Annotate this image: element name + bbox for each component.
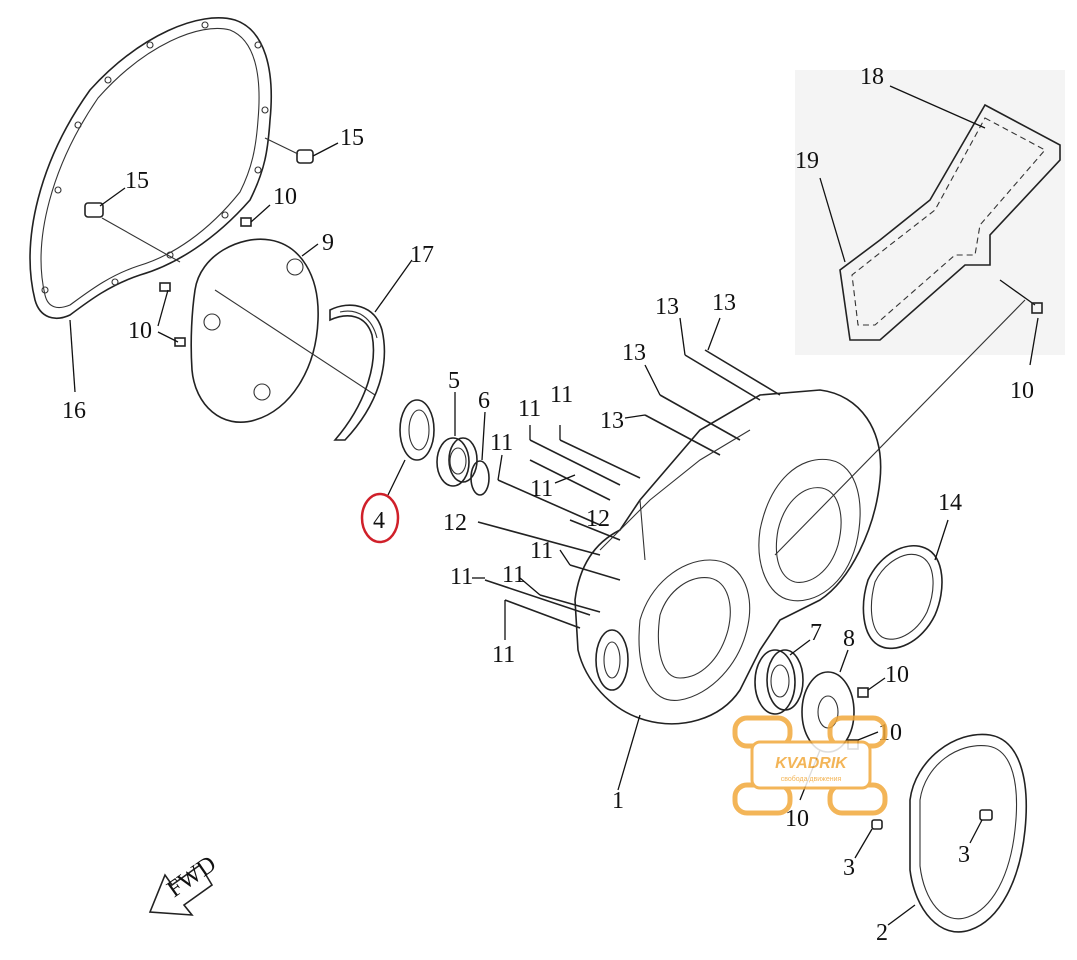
watermark-tagline: свобода движения bbox=[781, 775, 842, 783]
callout-3b: 3 bbox=[843, 855, 855, 881]
callout-11g: 11 bbox=[502, 562, 525, 588]
bolts-12 bbox=[477, 519, 621, 556]
callout-11d: 11 bbox=[530, 476, 553, 502]
dowel-15 bbox=[84, 137, 339, 263]
callout-13b: 13 bbox=[712, 290, 736, 316]
callout-10c: 10 bbox=[885, 662, 909, 688]
dowels-3 bbox=[854, 809, 993, 859]
callout-11a: 11 bbox=[518, 396, 541, 422]
callout-11b: 11 bbox=[550, 382, 573, 408]
callout-13d: 13 bbox=[600, 408, 624, 434]
gasket-16 bbox=[29, 17, 273, 393]
shield-18 bbox=[774, 70, 1065, 556]
bolt-leaders-11 bbox=[472, 425, 576, 640]
watermark-logo: KVADRIK свобода движения bbox=[732, 715, 888, 816]
fwd-arrow: FWD bbox=[148, 851, 222, 916]
callout-5: 5 bbox=[448, 368, 460, 394]
bolts-13 bbox=[624, 317, 781, 456]
callout-11f: 11 bbox=[450, 564, 473, 590]
callout-14: 14 bbox=[938, 490, 962, 516]
bolts-11 bbox=[484, 439, 641, 629]
callout-9: 9 bbox=[322, 230, 334, 256]
callout-12a: 12 bbox=[443, 510, 467, 536]
callout-13a: 13 bbox=[655, 294, 679, 320]
gasket-2 bbox=[887, 733, 1028, 933]
callout-10a: 10 bbox=[273, 184, 297, 210]
callout-1: 1 bbox=[612, 788, 624, 814]
callout-2: 2 bbox=[876, 920, 888, 946]
band-17 bbox=[329, 259, 413, 441]
callout-12b: 12 bbox=[586, 506, 610, 532]
callout-7: 7 bbox=[810, 620, 822, 646]
plate-9 bbox=[190, 238, 376, 423]
bearing-7 bbox=[754, 639, 811, 715]
callout-17: 17 bbox=[410, 242, 434, 268]
callout-13c: 13 bbox=[622, 340, 646, 366]
callout-3a: 3 bbox=[958, 842, 970, 868]
callout-11c: 11 bbox=[490, 430, 513, 456]
callout-labels: 1 2 3 3 4 5 6 7 8 9 10 10 10 10 10 10 11… bbox=[62, 64, 1034, 946]
callout-19: 19 bbox=[795, 148, 819, 174]
oring-6 bbox=[470, 411, 490, 496]
callout-16: 16 bbox=[62, 398, 86, 424]
callout-11h: 11 bbox=[492, 642, 515, 668]
callout-18: 18 bbox=[860, 64, 884, 90]
fwd-label: FWD bbox=[163, 851, 222, 903]
callout-4: 4 bbox=[373, 508, 385, 534]
bolts-10-left bbox=[157, 204, 271, 347]
bearing-5 bbox=[436, 392, 478, 487]
seal-4 bbox=[387, 399, 435, 496]
callout-6: 6 bbox=[478, 388, 490, 414]
watermark-brand: KVADRIK bbox=[775, 755, 848, 772]
callout-11e: 11 bbox=[530, 538, 553, 564]
callout-8: 8 bbox=[843, 626, 855, 652]
callout-10f: 10 bbox=[1010, 378, 1034, 404]
highlight-circle bbox=[360, 492, 400, 544]
crankcase-1 bbox=[574, 389, 882, 791]
gasket-14 bbox=[862, 519, 949, 650]
callout-10b: 10 bbox=[128, 318, 152, 344]
callout-15a: 15 bbox=[125, 168, 149, 194]
callout-15b: 15 bbox=[340, 125, 364, 151]
